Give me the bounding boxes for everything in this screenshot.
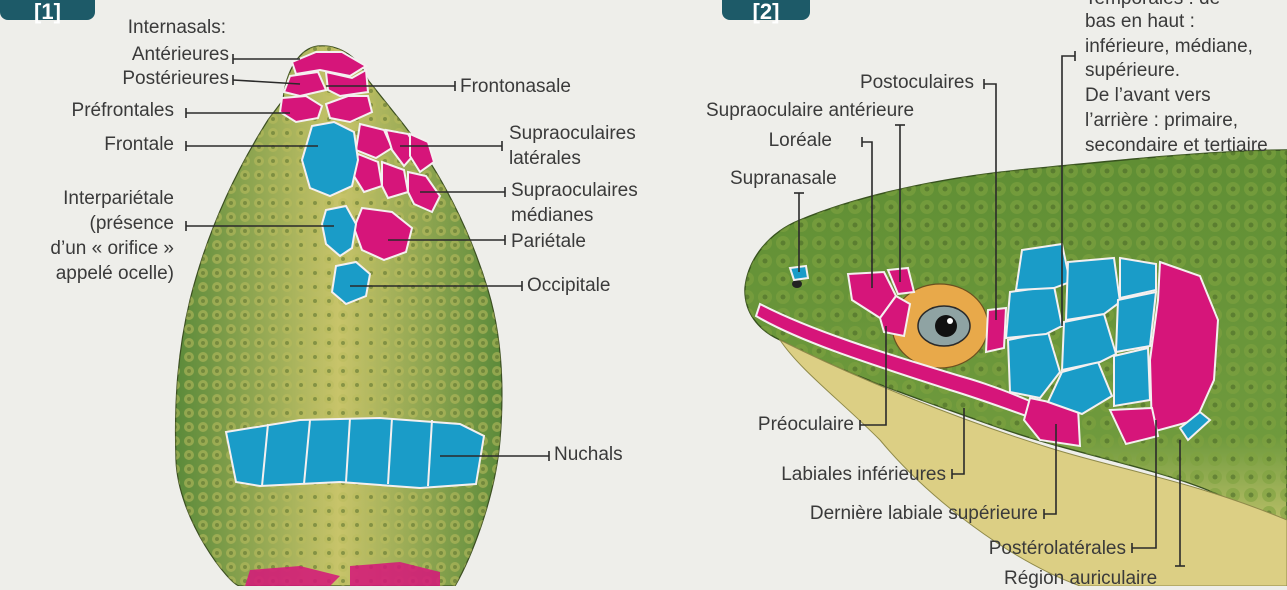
label-interparietale-2: (présence bbox=[10, 213, 174, 235]
label-anterieures: Antérieures bbox=[80, 44, 229, 66]
label-interparietale-1: Interpariétale bbox=[10, 188, 174, 210]
nostril bbox=[792, 280, 802, 288]
label-nuchals: Nuchals bbox=[554, 444, 623, 466]
label-frontale: Frontale bbox=[40, 134, 174, 156]
temporal-tertiary-inferior-scale bbox=[1114, 348, 1150, 406]
label-temporales-6: secondaire et tertiaire bbox=[1085, 135, 1268, 157]
label-supraoculaires-medianes-1: Supraoculaires bbox=[511, 180, 638, 202]
label-prefrontales: Préfrontales bbox=[20, 100, 174, 122]
temporal-tertiary-superior-scale bbox=[1120, 258, 1156, 298]
label-temporales-2: inférieure, médiane, bbox=[1085, 36, 1253, 58]
label-temporales-1: bas en haut : bbox=[1085, 11, 1195, 33]
label-interparietale-4: appelé ocelle) bbox=[10, 263, 174, 285]
frontal-scale bbox=[302, 122, 358, 196]
label-interparietale-3: d’un « orifice » bbox=[10, 238, 174, 260]
label-region-auriculaire: Région auriculaire bbox=[1004, 568, 1157, 590]
label-labiales-inferieures: Labiales inférieures bbox=[700, 464, 946, 486]
label-temporales-5: l’arrière : primaire, bbox=[1085, 110, 1238, 132]
label-parietale: Pariétale bbox=[511, 231, 586, 253]
label-posterolaterales: Postérolatérales bbox=[900, 538, 1126, 560]
label-internasals: Internasals: bbox=[80, 17, 226, 39]
dorsal-head-view bbox=[176, 46, 502, 586]
label-supraoculaire-anterieure: Supraoculaire antérieure bbox=[706, 100, 914, 122]
label-derniere-labiale-superieure: Dernière labiale supérieure bbox=[720, 503, 1038, 525]
label-occipitale: Occipitale bbox=[527, 275, 610, 297]
temporal-primary-median-scale bbox=[1006, 286, 1062, 338]
label-frontonasale: Frontonasale bbox=[460, 76, 571, 98]
label-temporales-4: De l’avant vers bbox=[1085, 85, 1211, 107]
label-posterieures: Postérieures bbox=[60, 68, 229, 90]
label-temporales-0: Temporales : de bbox=[1085, 0, 1220, 10]
label-supraoculaires-laterales-1: Supraoculaires bbox=[509, 123, 636, 145]
panel-2-badge: [2] bbox=[722, 0, 810, 20]
occipital-scale bbox=[332, 262, 370, 304]
label-supranasale: Supranasale bbox=[730, 168, 837, 190]
label-loreale: Loréale bbox=[700, 130, 832, 152]
temporal-tertiary-median-scale bbox=[1116, 292, 1156, 352]
label-preoculaire: Préoculaire bbox=[700, 414, 854, 436]
pupil bbox=[935, 315, 957, 337]
label-supraoculaires-laterales-2: latérales bbox=[509, 148, 581, 170]
label-postoculaires: Postoculaires bbox=[780, 72, 974, 94]
label-supraoculaires-medianes-2: médianes bbox=[511, 205, 593, 227]
label-temporales-3: supérieure. bbox=[1085, 60, 1180, 82]
